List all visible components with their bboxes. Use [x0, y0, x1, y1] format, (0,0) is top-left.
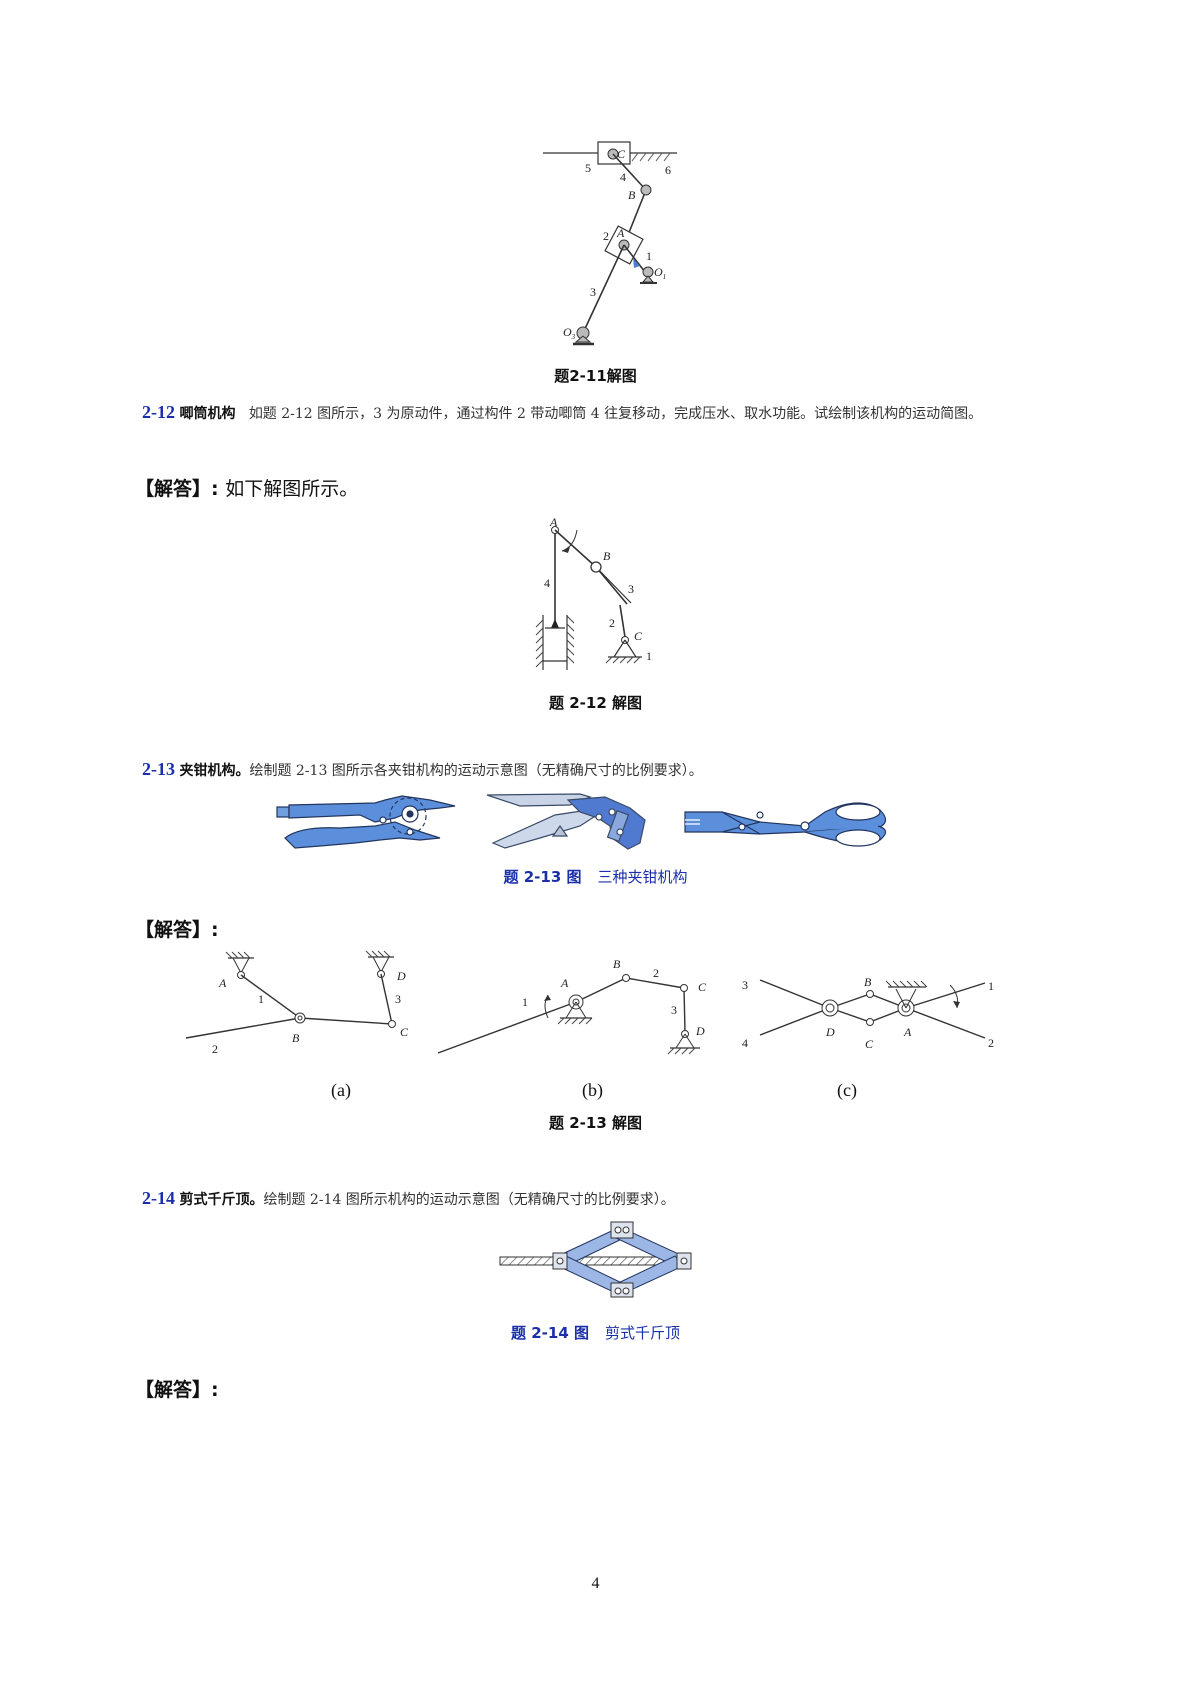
problem-2-14: 2-14 剪式千斤顶。绘制题 2-14 图所示机构的运动示意图（无精确尺寸的比例… — [142, 1183, 1082, 1215]
page-number: 4 — [591, 1575, 600, 1592]
scissor-clamp-illustration — [684, 802, 887, 847]
label-B: B — [864, 975, 872, 989]
label-2: 2 — [212, 1042, 218, 1056]
label-A: A — [560, 976, 569, 990]
figure-caption-2-13: 题 2-13 图三种夹钳机构 — [0, 866, 1191, 887]
label-D: D — [695, 1024, 705, 1038]
label-C: C — [617, 147, 626, 161]
figure-2-12-solution: A B 4 3 2 C 1 — [535, 515, 652, 670]
label-B: B — [628, 188, 636, 202]
figure-label: 题 2-13 图 — [503, 868, 582, 886]
pliers-illustration — [276, 795, 456, 849]
label-4: 4 — [544, 576, 550, 590]
answer-bracket: 【解答】 — [135, 478, 212, 500]
label-2: 2 — [609, 616, 615, 630]
answer-2-12: 【解答】: 如下解图所示。 — [135, 474, 358, 501]
problem-2-13: 2-13 夹钳机构。绘制题 2-13 图所示各夹钳机构的运动示意图（无精确尺寸的… — [142, 754, 1082, 786]
label-3: 3 — [590, 285, 596, 299]
label-1: 1 — [646, 249, 652, 263]
label-1: 1 — [522, 995, 528, 1009]
label-A: A — [549, 515, 558, 529]
label-3: 3 — [395, 992, 401, 1006]
label-B: B — [603, 549, 611, 563]
figure-2-11-solution: C 5 4 6 B 2 A 1 O1 3 O3 — [543, 141, 677, 346]
label-3: 3 — [628, 582, 634, 596]
label-2: 2 — [988, 1036, 994, 1050]
problem-number: 2-12 — [142, 402, 175, 422]
subfigure-label-b: (b) — [582, 1080, 603, 1100]
label-1: 1 — [258, 992, 264, 1006]
label-1: 1 — [646, 649, 652, 663]
answer-colon: : — [211, 1379, 219, 1401]
label-D: D — [825, 1025, 835, 1039]
figure-caption-2-13-solution: 题 2-13 解图 — [549, 1114, 642, 1132]
answer-text: 如下解图所示。 — [225, 478, 359, 500]
label-D: D — [396, 969, 406, 983]
label-C: C — [865, 1037, 874, 1051]
problem-title: 夹钳机构。 — [179, 763, 250, 779]
figure-2-13c: 3 B 1 4 D C A 2 — [742, 975, 994, 1051]
problem-2-12: 2-12 唧筒机构 如题 2-12 图所示，3 为原动件，通过构件 2 带动唧筒… — [142, 397, 1082, 429]
figure-2-13-clamps — [276, 793, 887, 850]
answer-bracket: 【解答】 — [135, 919, 212, 941]
figure-label: 题 2-14 图 — [511, 1324, 589, 1342]
problem-title: 唧筒机构 — [179, 406, 236, 422]
answer-colon: : — [211, 478, 219, 500]
label-6: 6 — [665, 163, 671, 177]
figure-2-13a: A D 1 3 B C 2 — [185, 950, 409, 1056]
problem-number: 2-14 — [142, 1188, 175, 1208]
label-B: B — [292, 1031, 300, 1045]
label-4: 4 — [742, 1036, 748, 1050]
label-O3: O3 — [563, 325, 576, 341]
problem-text: 绘制题 2-13 图所示各夹钳机构的运动示意图（无精确尺寸的比例要求）。 — [249, 763, 703, 779]
label-A: A — [218, 976, 227, 990]
figure-caption-2-11: 题2-11解图 — [554, 367, 637, 385]
problem-title: 剪式千斤顶。 — [179, 1192, 264, 1208]
label-3: 3 — [671, 1003, 677, 1017]
label-C: C — [634, 629, 643, 643]
answer-bracket: 【解答】 — [135, 1379, 212, 1401]
figure-caption-2-12: 题 2-12 解图 — [549, 694, 642, 712]
problem-text: 如题 2-12 图所示，3 为原动件，通过构件 2 带动唧筒 4 往复移动，完成… — [248, 406, 983, 422]
subfigure-label-a: (a) — [331, 1080, 351, 1100]
subfigure-label-c: (c) — [837, 1080, 857, 1100]
label-O1: O1 — [654, 265, 666, 281]
figure-title: 剪式千斤顶 — [604, 1324, 680, 1342]
label-5: 5 — [585, 161, 591, 175]
answer-2-14: 【解答】: — [135, 1375, 219, 1402]
label-2: 2 — [603, 229, 609, 243]
figure-2-14-scissor-jack — [499, 1221, 692, 1298]
problem-text: 绘制题 2-14 图所示机构的运动示意图（无精确尺寸的比例要求）。 — [263, 1192, 675, 1208]
label-A: A — [903, 1025, 912, 1039]
label-3: 3 — [742, 978, 748, 992]
figure-title: 三种夹钳机构 — [597, 868, 688, 886]
label-1: 1 — [988, 979, 994, 993]
label-4: 4 — [620, 170, 626, 184]
label-B: B — [613, 957, 621, 971]
figure-2-13b: B 2 A C 1 3 D — [437, 957, 707, 1055]
label-C: C — [400, 1025, 409, 1039]
label-A: A — [616, 226, 625, 240]
answer-colon: : — [211, 919, 219, 941]
answer-2-13: 【解答】: — [135, 915, 219, 942]
label-C: C — [698, 980, 707, 994]
figure-caption-2-14: 题 2-14 图剪式千斤顶 — [0, 1322, 1191, 1343]
problem-number: 2-13 — [142, 759, 175, 779]
locking-pliers-illustration — [486, 793, 646, 850]
label-2: 2 — [653, 966, 659, 980]
